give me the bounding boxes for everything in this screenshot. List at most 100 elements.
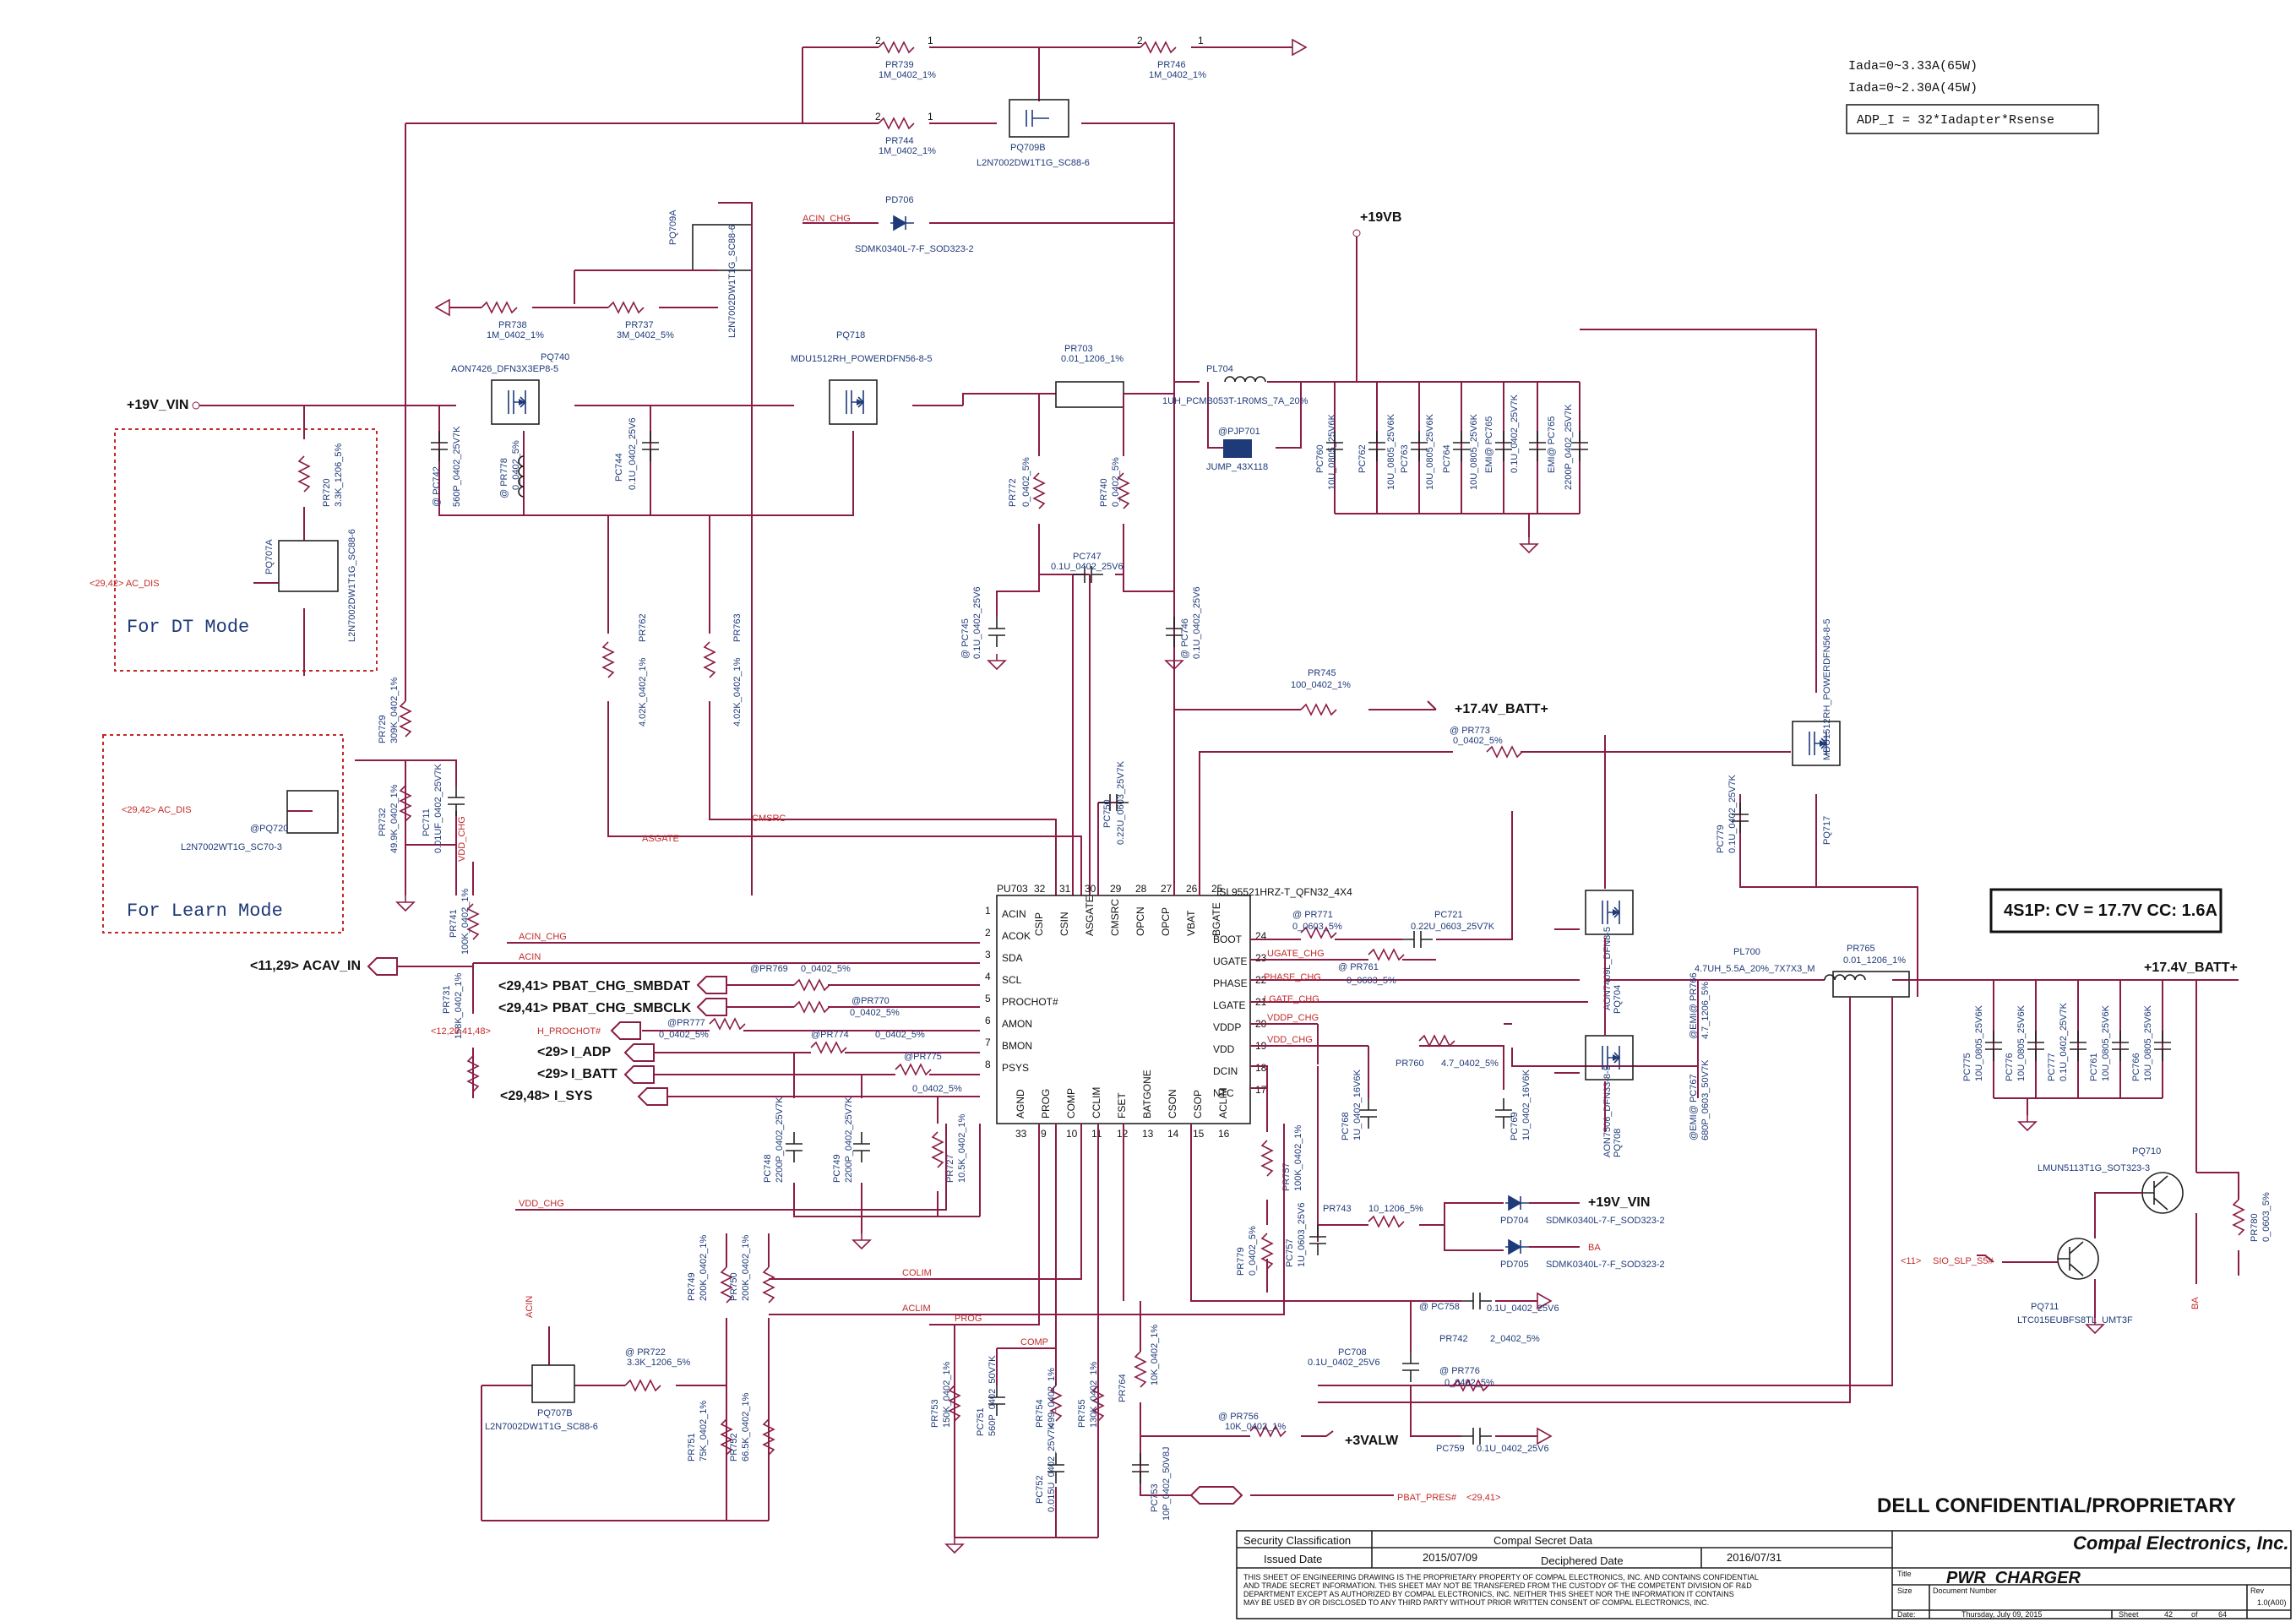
svg-text:2200P_0402_25V7K: 2200P_0402_25V7K xyxy=(775,1097,785,1183)
pc767-label: @EMI@ PC767 xyxy=(1689,1074,1699,1140)
tb-title-label: Title xyxy=(1897,1570,1912,1578)
pr778-label: @ PR778 xyxy=(499,458,509,498)
svg-text:75K_0402_1%: 75K_0402_1% xyxy=(699,1401,709,1461)
ic-pin-15-num: 15 xyxy=(1193,1128,1205,1140)
svg-text:3M_0402_5%: 3M_0402_5% xyxy=(617,330,674,340)
ic-pin-acin-name: ACIN xyxy=(1002,908,1026,920)
ic-pin-lgate-name: LGATE xyxy=(1213,999,1245,1011)
ic-pin-ntc-name: NTC xyxy=(1213,1087,1234,1099)
ic-pin-dcin-name: DCIN xyxy=(1213,1065,1238,1077)
ic-pin-cclim-name: CCLIM xyxy=(1091,1087,1102,1119)
net-hprochot: H_PROCHOT# xyxy=(537,1026,601,1037)
pr762-label: PR762 xyxy=(638,613,648,642)
title-block xyxy=(1236,1530,2292,1619)
svg-text:0_0402_5%: 0_0402_5% xyxy=(1453,736,1503,746)
svg-text:LMUN5113T1G_SOT323-3: LMUN5113T1G_SOT323-3 xyxy=(2038,1163,2150,1173)
pc761-label: PC761 xyxy=(2089,1053,2099,1081)
svg-text:10U_0805_25V6K: 10U_0805_25V6K xyxy=(1469,413,1479,490)
pr745-label: PR745 xyxy=(1308,668,1336,678)
pl700-label: PL700 xyxy=(1733,947,1760,957)
net-19v-vin-2: +19V_VIN xyxy=(1588,1195,1650,1210)
ic-pin-scl-name: SCL xyxy=(1002,974,1022,986)
pr754-label: PR754 xyxy=(1035,1399,1045,1428)
pc777-label: PC777 xyxy=(2047,1053,2057,1081)
note-cvcc-box xyxy=(1989,888,2223,933)
tb-deciphered-value: 2016/07/31 xyxy=(1727,1551,1782,1564)
tb-security-label: Security Classification xyxy=(1243,1534,1351,1547)
ic-pin-opcn-name: OPCN xyxy=(1134,906,1146,936)
svg-text:0_0402_5%: 0_0402_5% xyxy=(912,1084,962,1094)
pq709b-body xyxy=(1009,99,1069,138)
tb-rev-value: 1.0(A00) xyxy=(2257,1598,2287,1607)
net-cmsrc: CMSRC xyxy=(752,814,786,824)
svg-text:100K_0402_1%: 100K_0402_1% xyxy=(460,888,471,955)
port-acav-in-ref: <11,29> xyxy=(250,959,299,973)
svg-text:4.7_1206_5%: 4.7_1206_5% xyxy=(1700,982,1711,1039)
svg-text:1M_0402_1%: 1M_0402_1% xyxy=(879,70,936,80)
ic-pin-aclim-name: ACLIM xyxy=(1217,1087,1229,1119)
pc746-label: @ PC746 xyxy=(1180,618,1190,659)
svg-text:560P_0402_50V7K: 560P_0402_50V7K xyxy=(987,1355,998,1436)
pq707a-label: PQ707A xyxy=(264,539,275,574)
pr732-label: PR732 xyxy=(378,808,388,836)
pc748-label: PC748 xyxy=(763,1154,773,1183)
tb-issued-value: 2015/07/09 xyxy=(1423,1551,1477,1564)
net-ac-dis-2: <29,42> AC_DIS xyxy=(122,805,192,815)
svg-text:0.01UF_0402_25V7K: 0.01UF_0402_25V7K xyxy=(433,764,443,853)
svg-text:3.3K_1206_5%: 3.3K_1206_5% xyxy=(627,1358,690,1368)
tb-rev-label: Rev xyxy=(2250,1587,2265,1595)
tb-of-label: of xyxy=(2191,1610,2198,1619)
svg-text:309K_0402_1%: 309K_0402_1% xyxy=(389,677,400,743)
svg-text:1M_0402_1%: 1M_0402_1% xyxy=(487,330,544,340)
pr766-label: @EMI@ PR766 xyxy=(1689,972,1699,1039)
net-sio-slp: SIO_SLP_S5# xyxy=(1933,1256,1994,1266)
svg-text:1M_0402_1%: 1M_0402_1% xyxy=(1149,70,1206,80)
svg-text:10.5K_0402_1%: 10.5K_0402_1% xyxy=(957,1113,967,1183)
svg-text:0.1U_0402_25V6: 0.1U_0402_25V6 xyxy=(1477,1444,1549,1454)
pr761-label: @ PR761 xyxy=(1338,962,1379,972)
svg-text:150K_0402_1%: 150K_0402_1% xyxy=(942,1361,952,1428)
pc769-label: PC769 xyxy=(1510,1112,1520,1140)
ic-pin-psys-name: PSYS xyxy=(1002,1062,1029,1074)
pr756-label: @ PR756 xyxy=(1218,1412,1259,1422)
tb-sheet-value: 42 xyxy=(2164,1610,2173,1619)
ic-pin-1-num: 1 xyxy=(985,905,991,917)
svg-text:2_0402_5%: 2_0402_5% xyxy=(1490,1334,1540,1344)
pr727-label: PR727 xyxy=(945,1154,955,1183)
ic-pin-bmon-name: BMON xyxy=(1002,1040,1032,1052)
tb-disclaimer-4: MAY BE USED BY OR DISCLOSED TO ANY THIRD… xyxy=(1243,1598,1709,1607)
pr703-sense xyxy=(1055,381,1124,408)
ic-pin-28-num: 28 xyxy=(1135,883,1147,895)
ic-pin-ugate-name: UGATE xyxy=(1213,955,1247,967)
ic-pin-vddp-name: VDDP xyxy=(1213,1021,1241,1033)
pr773-label: @ PR773 xyxy=(1450,726,1490,736)
pr753-label: PR753 xyxy=(930,1399,940,1428)
pr739-label: PR739 xyxy=(885,60,914,70)
pr780-label: PR780 xyxy=(2250,1213,2260,1242)
svg-text:L2N7002DW1T1G_SC88-6: L2N7002DW1T1G_SC88-6 xyxy=(485,1422,598,1432)
wire-top-2 xyxy=(405,47,1175,895)
svg-text:0_0402_5%: 0_0402_5% xyxy=(511,440,521,490)
pc750-label: PC750 xyxy=(1102,799,1113,828)
pq717-label: PQ717 xyxy=(1822,816,1832,845)
dt-mode-label: For DT Mode xyxy=(127,617,249,638)
port-isys: I_SYS xyxy=(554,1089,593,1103)
svg-text:0.1U_0402_25V6: 0.1U_0402_25V6 xyxy=(628,417,638,490)
net-vdd-chg-2: VDD_CHG xyxy=(519,1199,564,1209)
net-acin-chg-in: ACIN_CHG xyxy=(803,214,851,224)
svg-text:4.7_0402_5%: 4.7_0402_5% xyxy=(1441,1059,1499,1069)
pc764-label: PC764 xyxy=(1442,444,1452,473)
svg-text:0_0402_5%: 0_0402_5% xyxy=(1021,457,1031,507)
svg-text:49.9K_0402_1%: 49.9K_0402_1% xyxy=(389,784,400,853)
svg-text:0_0402_5%: 0_0402_5% xyxy=(1445,1378,1494,1388)
ic-pin-prog-name: PROG xyxy=(1040,1089,1052,1119)
net-ac-dis-1: <29,42> AC_DIS xyxy=(90,579,160,589)
svg-text:680P_0603_50V7K: 680P_0603_50V7K xyxy=(1700,1059,1711,1140)
tb-date-label: Date: xyxy=(1897,1610,1916,1619)
svg-text:AON7506_DFN33-8-5: AON7506_DFN33-8-5 xyxy=(1602,1065,1613,1157)
pc768-label: PC768 xyxy=(1341,1112,1351,1140)
port-smbclk: PBAT_CHG_SMBCLK xyxy=(552,1001,692,1015)
port-isys-ref: <29,48> xyxy=(500,1089,550,1103)
svg-text:0.1U_0402_25V7K: 0.1U_0402_25V7K xyxy=(1510,394,1520,473)
ic-pin-25-num: 25 xyxy=(1211,883,1223,895)
